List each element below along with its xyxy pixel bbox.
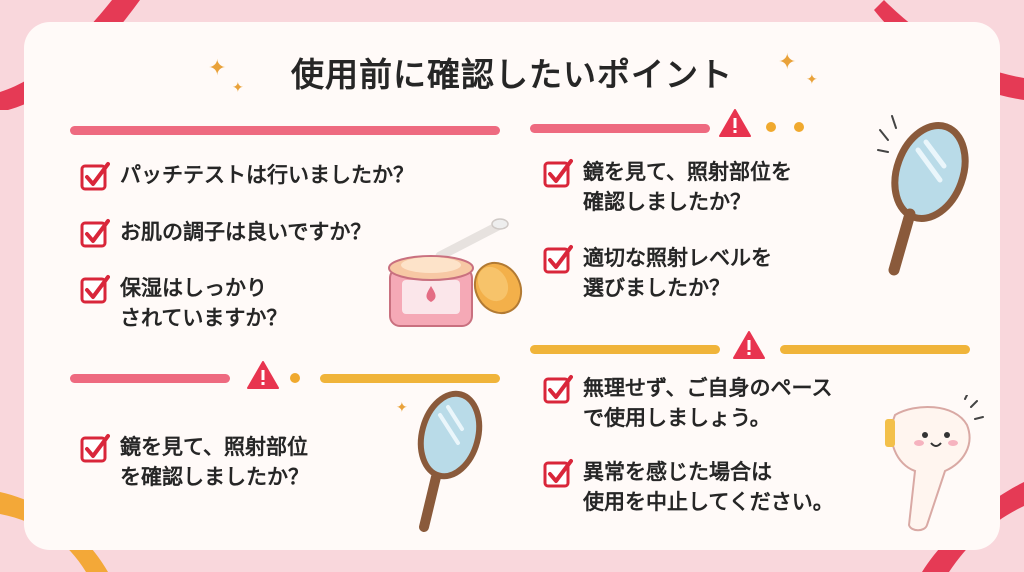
- check-item-text: お肌の調子は良いですか？: [120, 220, 372, 244]
- check-item-text: 異常を感じた場合は 使用を中止してください。: [583, 460, 834, 514]
- check-item: 鏡を見て、照射部位 を確認しましたか？: [80, 432, 309, 492]
- warning-icon: [247, 361, 279, 389]
- hand-mirror-icon: [417, 390, 483, 532]
- section-divider: [70, 374, 230, 383]
- section-divider: [530, 124, 710, 133]
- page-title: 使用前に確認したいポイント: [291, 55, 733, 94]
- sparkle-icon: ✦: [232, 80, 244, 96]
- cream-jar-icon: [388, 218, 523, 327]
- check-item: 無理せず、ご自身のペース で使用しましょう。: [543, 373, 832, 433]
- check-item-text: 適切な照射レベルを 選びましたか？: [583, 246, 772, 300]
- section-divider: [320, 374, 500, 383]
- warning-icon: [719, 109, 751, 137]
- check-box-icon: [80, 434, 110, 463]
- check-box-icon: [80, 219, 110, 248]
- sparkle-icon: ✦: [396, 400, 408, 416]
- check-box-icon: [543, 375, 573, 404]
- section-divider: [70, 126, 500, 135]
- check-box-icon: [80, 162, 110, 191]
- check-item-text: 無理せず、ご自身のペース で使用しましょう。: [583, 376, 833, 430]
- sparkle-icon: ✦: [806, 72, 818, 88]
- sparkle-icon: ✦: [778, 50, 797, 75]
- check-item: 適切な照射レベルを 選びましたか？: [543, 243, 772, 303]
- check-item: 保湿はしっかり されていますか？: [80, 273, 287, 333]
- divider-dot: [766, 122, 776, 132]
- check-item: 異常を感じた場合は 使用を中止してください。: [543, 457, 834, 517]
- check-item-text: 鏡を見て、照射部位 を確認しましたか？: [120, 435, 309, 489]
- section-divider: [780, 345, 970, 354]
- section-divider: [530, 345, 720, 354]
- check-box-icon: [543, 159, 573, 188]
- spatula-icon: [435, 221, 503, 261]
- check-item: お肌の調子は良いですか？: [80, 217, 371, 248]
- hand-mirror-icon: [877, 115, 969, 276]
- check-item-text: パッチテストは行いましたか？: [120, 163, 414, 187]
- check-item: 鏡を見て、照射部位を 確認しましたか？: [543, 157, 792, 217]
- check-item-text: 鏡を見て、照射部位を 確認しましたか？: [583, 160, 792, 214]
- check-item-text: 保湿はしっかり されていますか？: [120, 276, 288, 330]
- divider-dot: [794, 122, 804, 132]
- ipl-device-icon: [885, 395, 984, 532]
- check-box-icon: [543, 459, 573, 488]
- warning-icon: [733, 331, 765, 359]
- check-box-icon: [80, 275, 110, 304]
- check-item: パッチテストは行いましたか？: [80, 160, 414, 191]
- title-area: 使用前に確認したいポイント: [0, 48, 1024, 96]
- divider-dot: [290, 373, 300, 383]
- check-box-icon: [543, 245, 573, 274]
- sparkle-icon: ✦: [208, 56, 227, 81]
